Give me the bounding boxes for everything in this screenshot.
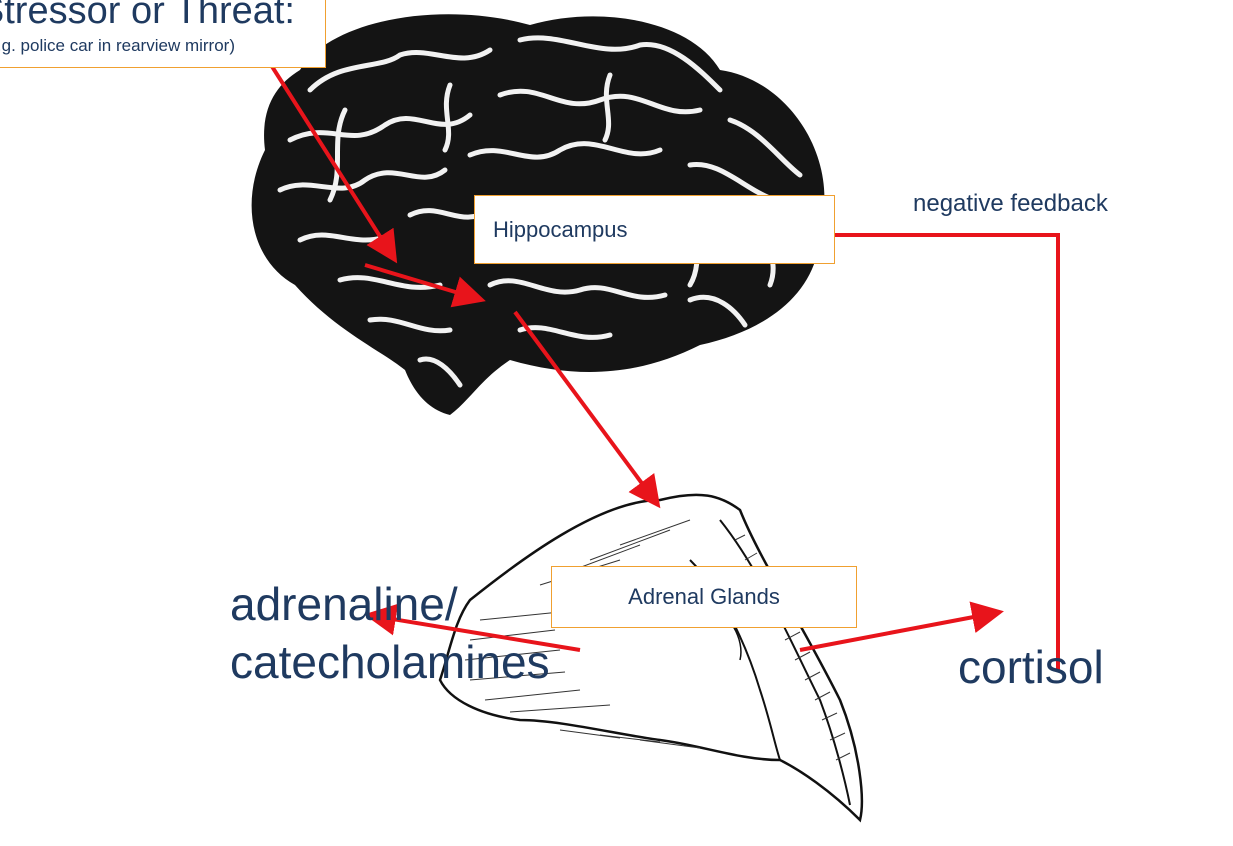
- stressor-box: Stressor or Threat: (e.g. police car in …: [0, 0, 326, 68]
- adrenal-glands-label: Adrenal Glands: [628, 584, 780, 610]
- arrow-brain-to-hypothalamus: [365, 265, 482, 300]
- adrenaline-label: adrenaline/ catecholamines: [230, 575, 550, 691]
- stressor-title: Stressor or Threat:: [0, 0, 295, 31]
- stressor-subtitle: (e.g. police car in rearview mirror): [0, 35, 235, 57]
- adrenaline-label-line1: adrenaline/: [230, 575, 550, 633]
- arrow-brain-to-adrenal: [515, 312, 658, 505]
- arrow-stressor-to-brain: [252, 35, 395, 260]
- negative-feedback-label: negative feedback: [913, 190, 1108, 218]
- adrenaline-label-line2: catecholamines: [230, 633, 550, 691]
- hippocampus-label: Hippocampus: [493, 217, 628, 243]
- adrenal-glands-box: Adrenal Glands: [551, 566, 857, 628]
- hippocampus-box: Hippocampus: [474, 195, 835, 264]
- cortisol-label: cortisol: [958, 640, 1104, 694]
